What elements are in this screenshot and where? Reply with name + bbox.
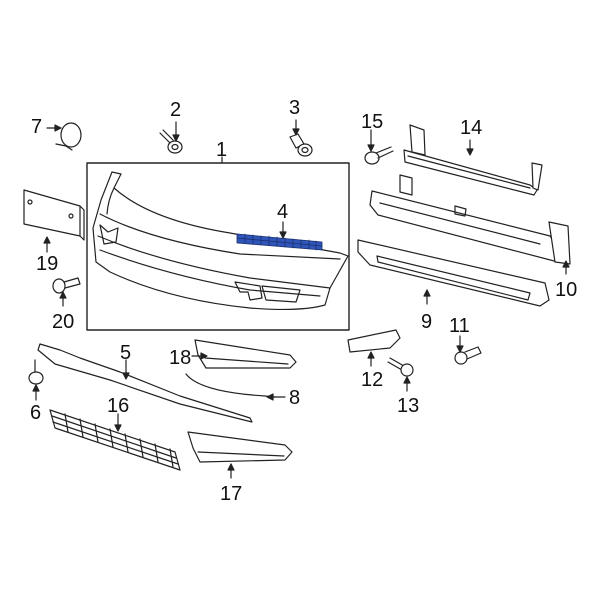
callout-9[interactable]: 9 [421, 311, 433, 333]
bracket-part-12 [347, 329, 401, 353]
bumper-assembly-frame [86, 162, 350, 331]
bolt-part-2 [159, 129, 183, 154]
license-bracket-part-19 [23, 189, 85, 241]
callout-2[interactable]: 2 [170, 99, 182, 121]
callout-1[interactable]: 1 [216, 139, 228, 161]
cap-part-7 [55, 122, 82, 151]
pin-part-6 [28, 359, 44, 385]
callout-8[interactable]: 8 [289, 387, 301, 409]
callout-3[interactable]: 3 [289, 97, 301, 119]
energy-absorber-part-9 [357, 239, 550, 307]
callout-12[interactable]: 12 [361, 369, 384, 391]
bumper-cover-part-1 [92, 171, 349, 311]
callout-4[interactable]: 4 [277, 201, 289, 223]
callout-18[interactable]: 18 [169, 347, 192, 369]
push-pin-part-20 [52, 277, 81, 294]
bolt-part-15 [364, 146, 394, 165]
fog-grille-part-18 [194, 339, 297, 369]
callout-6[interactable]: 6 [30, 402, 42, 424]
callout-7[interactable]: 7 [31, 116, 43, 138]
bolt-part-11 [454, 346, 482, 365]
lower-strip-part-5 [37, 343, 253, 423]
callout-10[interactable]: 10 [555, 279, 578, 301]
reinforcement-part-10 [369, 174, 571, 265]
fog-grille-part-17 [187, 431, 293, 463]
trim-part-8 [185, 373, 276, 398]
upper-absorber-part-14 [403, 124, 543, 196]
callout-20[interactable]: 20 [52, 311, 75, 333]
clip-part-3 [289, 133, 313, 157]
callout-16[interactable]: 16 [107, 395, 130, 417]
callout-13[interactable]: 13 [397, 395, 420, 417]
callout-5[interactable]: 5 [120, 342, 132, 364]
callout-11[interactable]: 11 [449, 315, 470, 337]
callout-14[interactable]: 14 [460, 117, 483, 139]
callout-19[interactable]: 19 [36, 253, 59, 275]
lower-grille-part-16 [49, 409, 181, 471]
callout-17[interactable]: 17 [220, 483, 243, 505]
screw-part-13 [387, 357, 414, 377]
highlighted-part-4 [236, 233, 323, 251]
callout-15[interactable]: 15 [361, 111, 384, 133]
